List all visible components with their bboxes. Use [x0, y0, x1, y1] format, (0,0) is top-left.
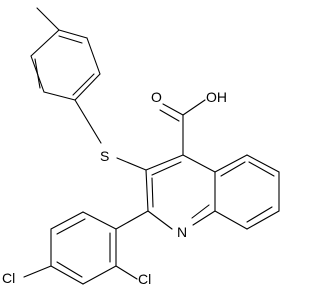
chlorine-left-label: Cl: [2, 270, 15, 286]
bond-lines: [23, 7, 280, 285]
carbonyl-bond: [162, 103, 184, 116]
dichlorophenyl-ring: [50, 211, 117, 285]
methyl-bond: [36, 7, 60, 31]
hydroxyl-label: OH: [206, 89, 227, 105]
hydroxyl-bond: [182, 99, 206, 116]
sulfur-quinoline-bond: [116, 157, 147, 171]
sulfur-label: S: [100, 148, 109, 164]
benzo-ring: [214, 154, 280, 230]
chlorine-left-bond: [23, 265, 52, 278]
carbonyl-oxygen-label: O: [151, 89, 162, 105]
chlorine-right-label: Cl: [138, 271, 151, 287]
pyridine-ring: [145, 154, 216, 230]
chemical-structure-diagram: OH O S N Cl Cl: [2, 7, 280, 287]
chlorine-right-bond: [115, 265, 138, 280]
nitrogen-label: N: [177, 224, 187, 240]
tolyl-ring: [30, 29, 101, 101]
dichlorophenyl-quinoline-bond: [115, 210, 149, 230]
aryl-sulfur-bond: [74, 99, 102, 144]
carbonyl-double-bond: [159, 109, 180, 122]
